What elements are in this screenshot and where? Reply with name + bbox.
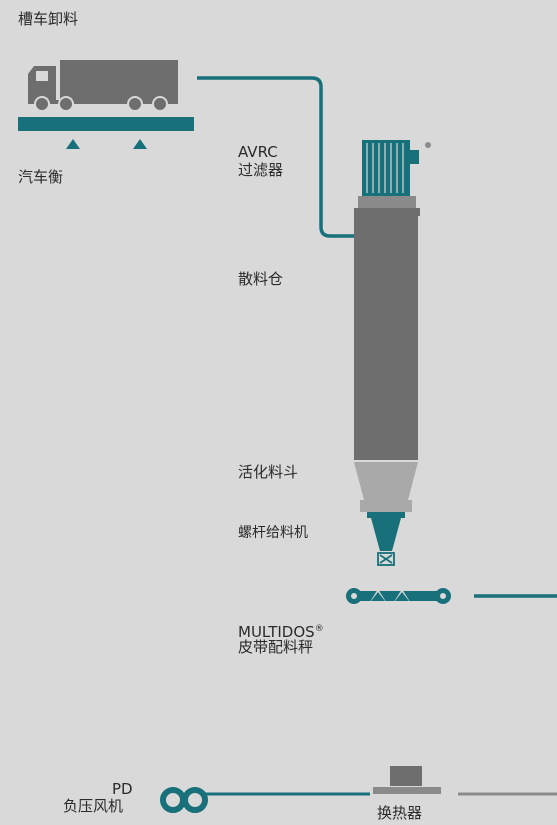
label-truck-scale: 汽车衡: [18, 168, 64, 186]
label-avrc-filter: 过滤器: [238, 161, 284, 179]
registered-mark: ®: [314, 624, 324, 634]
label-pd: PD: [112, 780, 133, 798]
label-multidos: MULTIDOS®: [238, 620, 324, 641]
filter-motor-icon: [362, 140, 431, 196]
label-multidos-name: MULTIDOS: [238, 623, 315, 641]
label-avrc: AVRC: [238, 143, 278, 161]
scale-platform-icon: [18, 117, 194, 149]
silo-icon: [354, 196, 420, 460]
label-heat-exchanger: 换热器: [377, 804, 423, 822]
blower-icon: [160, 787, 208, 813]
belt-scale-icon: [346, 588, 451, 605]
label-belt-scale: 皮带配料秤: [238, 638, 314, 656]
label-screw-feeder: 螺杆给料机: [238, 525, 308, 541]
label-vacuum-blower: 负压风机: [63, 797, 124, 815]
screw-feeder-icon: [367, 512, 405, 566]
label-bulk-silo: 散料仓: [238, 270, 284, 288]
hopper-icon: [354, 462, 418, 512]
label-tanker-unloading: 槽车卸料: [18, 10, 79, 28]
truck-icon: [28, 60, 178, 112]
heat-exchanger-icon: [373, 766, 441, 794]
conveying-line-truck-to-silo: [197, 76, 355, 238]
label-activation-hopper: 活化料斗: [238, 463, 299, 481]
